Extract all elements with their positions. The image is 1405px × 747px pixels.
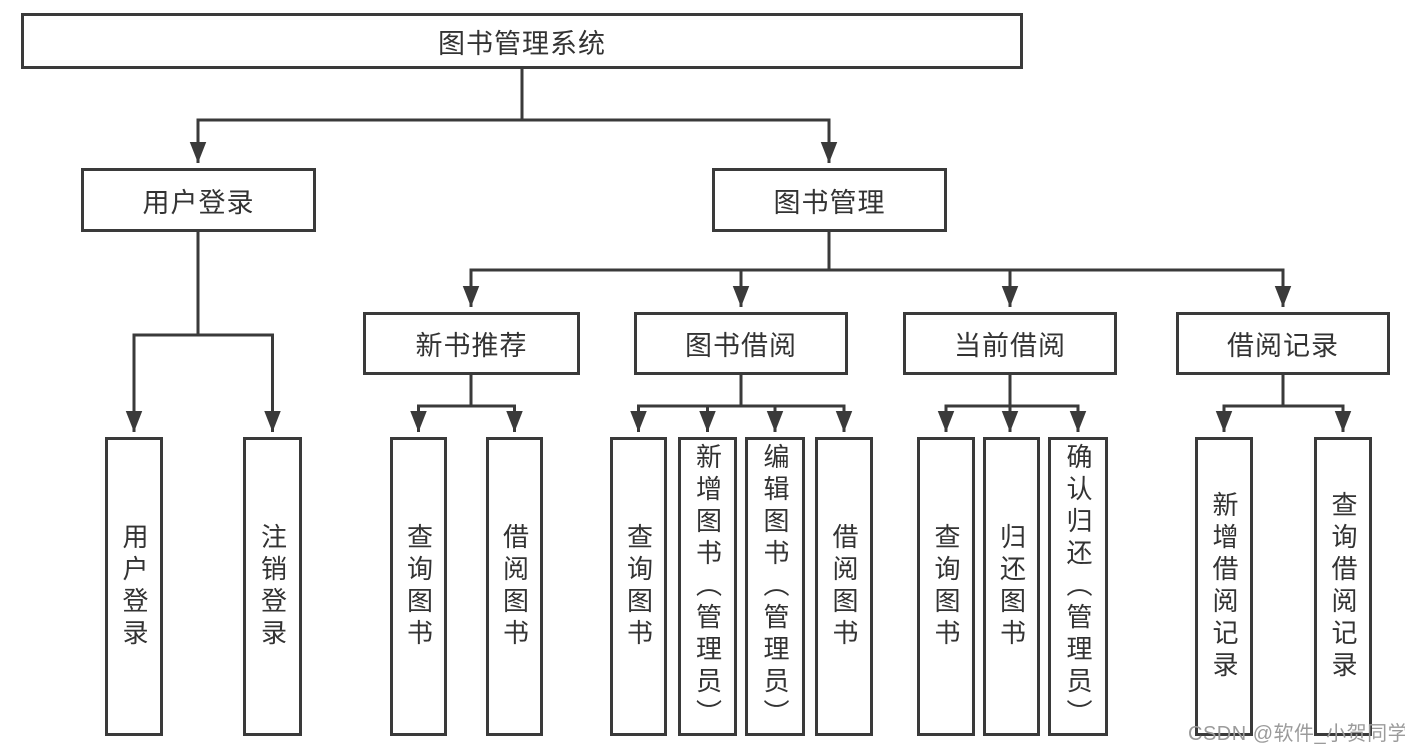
node-label: 当前借阅 xyxy=(954,331,1066,361)
leaf-label: 借阅图书 xyxy=(499,522,530,651)
node-book-management: 图书管理 xyxy=(712,168,947,232)
node-borrowing-records: 借阅记录 xyxy=(1176,312,1390,375)
leaf-label: 注销登录 xyxy=(257,522,288,651)
leaf-label: 用户登录 xyxy=(119,522,149,651)
leaf-label: 归还图书 xyxy=(996,522,1027,651)
watermark-text: CSDN @软件_小贺同学 xyxy=(1188,723,1405,745)
leaf-label: 查询图书 xyxy=(623,522,654,651)
leaf-label: 借阅图书 xyxy=(829,522,859,651)
leaf-label: 确认归还（管理员） xyxy=(1063,442,1093,731)
node-book-borrowing: 图书借阅 xyxy=(634,312,848,375)
leaf-label: 编辑图书（管理员） xyxy=(760,442,790,731)
leaf-bb-query-book: 查询图书 xyxy=(610,437,667,736)
leaf-label: 查询借阅记录 xyxy=(1328,490,1358,683)
node-user-login-branch: 用户登录 xyxy=(81,168,316,232)
leaf-nbr-query-book: 查询图书 xyxy=(390,437,447,736)
leaf-bb-edit-book-admin: 编辑图书（管理员） xyxy=(745,437,805,736)
leaf-cb-return-book: 归还图书 xyxy=(983,437,1040,736)
node-label: 图书管理 xyxy=(773,187,886,218)
leaf-bb-add-book-admin: 新增图书（管理员） xyxy=(678,437,737,736)
node-current-borrowing: 当前借阅 xyxy=(903,312,1117,375)
leaf-label: 新增借阅记录 xyxy=(1209,490,1239,683)
leaf-cb-confirm-return-admin: 确认归还（管理员） xyxy=(1048,437,1108,736)
node-label: 新书推荐 xyxy=(415,331,528,361)
leaf-label: 新增图书（管理员） xyxy=(692,442,723,731)
leaf-br-add-record: 新增借阅记录 xyxy=(1195,437,1253,736)
leaf-user-login: 用户登录 xyxy=(105,437,163,736)
node-label: 用户登录 xyxy=(142,187,255,218)
node-label: 图书借阅 xyxy=(685,331,797,361)
leaf-logout: 注销登录 xyxy=(243,437,302,736)
leaf-bb-borrow-book: 借阅图书 xyxy=(815,437,873,736)
node-library-management-system: 图书管理系统 xyxy=(21,13,1023,69)
leaf-nbr-borrow-book: 借阅图书 xyxy=(486,437,543,736)
leaf-cb-query-book: 查询图书 xyxy=(917,437,975,736)
leaf-br-query-record: 查询借阅记录 xyxy=(1314,437,1372,736)
node-new-book-recommendation: 新书推荐 xyxy=(363,312,580,375)
leaf-label: 查询图书 xyxy=(403,522,434,651)
node-label: 借阅记录 xyxy=(1227,331,1339,361)
node-label: 图书管理系统 xyxy=(438,28,606,59)
leaf-label: 查询图书 xyxy=(931,522,961,651)
